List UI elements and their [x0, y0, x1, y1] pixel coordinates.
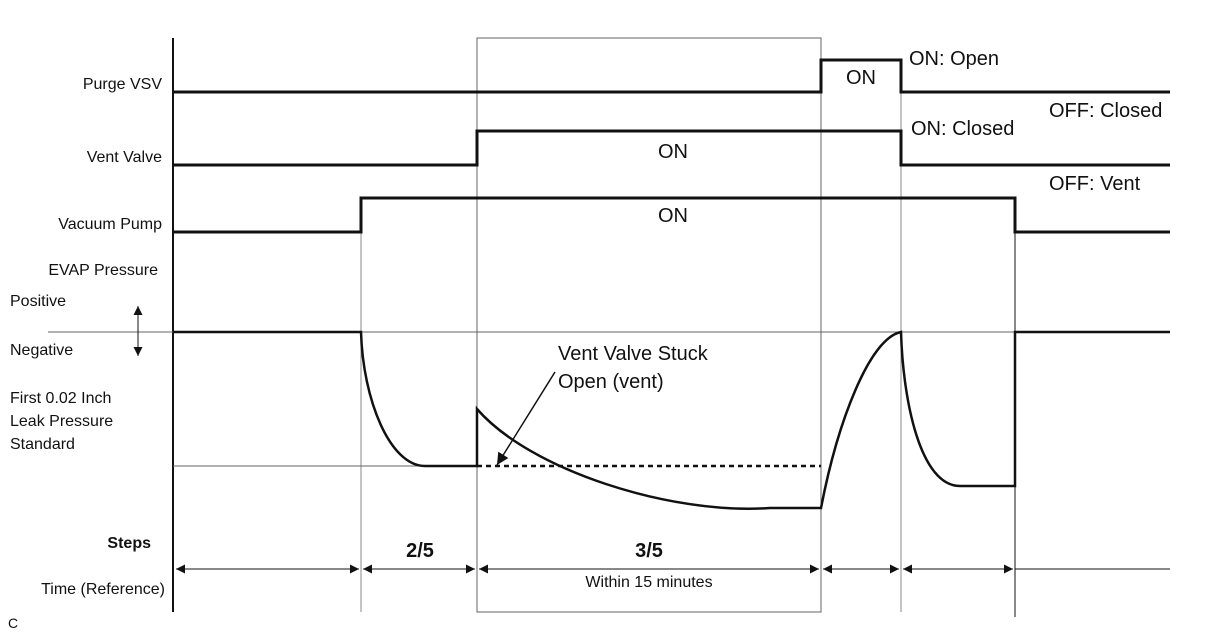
- purge-off-state-label: OFF: Closed: [1049, 100, 1162, 122]
- step-3-label: 3/5: [635, 540, 663, 562]
- purge-on-state-label: ON: Open: [909, 48, 999, 70]
- leak-standard-label-line1: First 0.02 Inch: [10, 390, 111, 407]
- steps-header: Steps: [107, 535, 151, 552]
- vent-valve-waveform: [173, 129, 1170, 167]
- annotation-arrow: [496, 371, 556, 466]
- step-2-label: 2/5: [406, 540, 434, 562]
- vacuum-pump-waveform: [173, 196, 1170, 234]
- negative-label: Negative: [10, 342, 73, 359]
- evap-pressure-curve: [173, 330, 1170, 510]
- vacuum-pump-label: Vacuum Pump: [58, 216, 162, 233]
- vacuum-pump-on-label: ON: [658, 205, 688, 227]
- vent-on-state-label: ON: Closed: [911, 118, 1014, 140]
- purge-vsv-label: Purge VSV: [83, 76, 162, 93]
- step-3-duration-note: Within 15 minutes: [585, 574, 712, 591]
- leak-standard-label-line2: Leak Pressure: [10, 413, 113, 430]
- step-3-frame: [476, 37, 822, 613]
- stuck-open-annotation-line1: Vent Valve Stuck: [558, 343, 709, 365]
- stuck-open-annotation-line2: Open (vent): [558, 371, 664, 393]
- vent-off-state-label: OFF: Vent: [1049, 173, 1141, 195]
- vent-valve-label: Vent Valve: [87, 149, 162, 166]
- purge-vsv-on-label: ON: [846, 67, 876, 89]
- leak-standard-label-line3: Standard: [10, 436, 75, 453]
- positive-label: Positive: [10, 293, 66, 310]
- evap-pressure-label: EVAP Pressure: [48, 262, 158, 279]
- figure-letter: C: [8, 615, 18, 631]
- time-reference-label: Time (Reference): [41, 581, 165, 598]
- purge-vsv-waveform: [173, 58, 1170, 94]
- vent-valve-on-label: ON: [658, 141, 688, 163]
